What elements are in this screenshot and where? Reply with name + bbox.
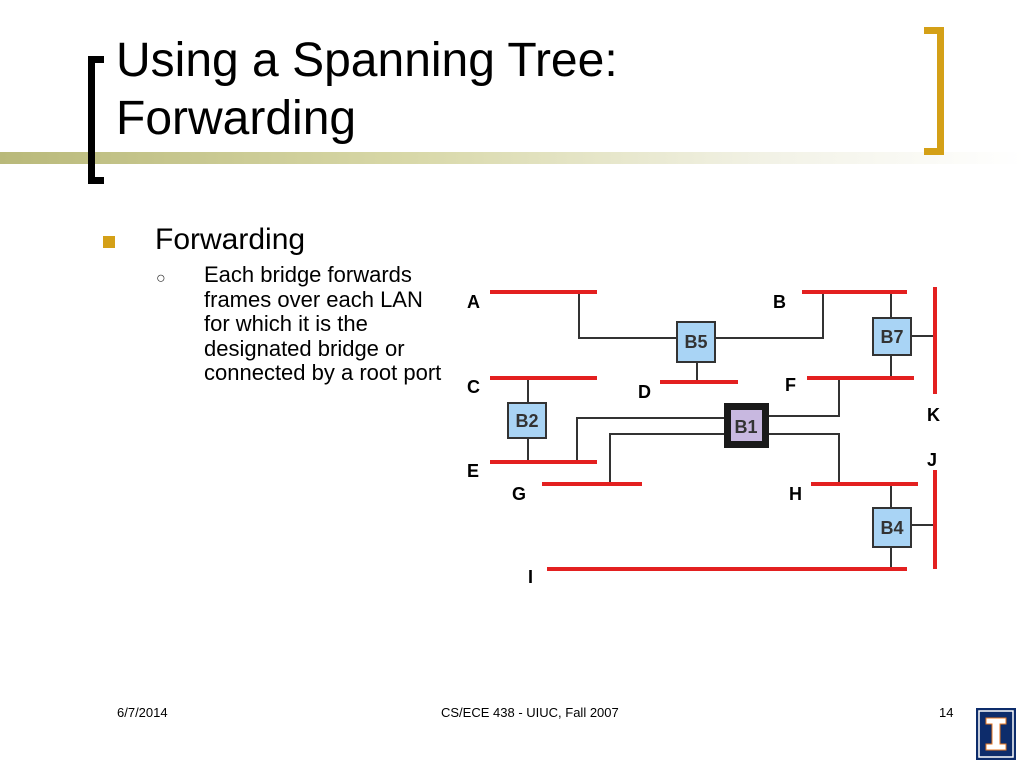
bridge-b5-label: B5: [684, 332, 707, 352]
bridge-b2: B2: [507, 402, 547, 439]
bridge-b5-box: [676, 321, 716, 363]
bridge-b7-label: B7: [880, 327, 903, 347]
wire-e-b1: [576, 417, 724, 462]
bridge-b4-label: B4: [880, 518, 903, 538]
square-bullet-icon: [103, 236, 115, 248]
bridge-b1-box: [731, 410, 762, 441]
wire-b1-g: [609, 433, 724, 484]
lan-label-e: E: [467, 461, 479, 481]
slide-title-line1: Using a Spanning Tree:: [116, 34, 618, 87]
lan-label-a: A: [467, 292, 480, 312]
lan-label-d: D: [638, 382, 651, 402]
bridge-b7-box: [872, 317, 912, 356]
bridge-wires: [527, 292, 935, 569]
bridge-b1: B1: [724, 403, 769, 448]
bridge-b4-box: [872, 507, 912, 548]
wire-a-b5: [578, 292, 677, 339]
lan-label-j: J: [927, 450, 937, 470]
lan-label-f: F: [785, 375, 796, 395]
lan-label-k: K: [927, 405, 940, 425]
lan-label-c: C: [467, 377, 480, 397]
university-logo: [976, 708, 1016, 760]
lan-segments: [490, 287, 937, 571]
lan-label-b: B: [773, 292, 786, 312]
block-i-icon: [978, 710, 1014, 758]
bullet-text: Forwarding: [155, 223, 306, 256]
footer-date: 6/7/2014: [117, 705, 168, 720]
bridge-b7: B7: [872, 317, 912, 356]
left-bracket-decoration: [88, 56, 104, 184]
sub-bullet-text: Each bridge forwards frames over each LA…: [204, 262, 442, 385]
bridge-b1-label: B1: [734, 417, 757, 437]
circle-bullet-icon: ○: [156, 270, 166, 287]
lan-label-i: I: [528, 567, 533, 587]
wire-b1-h: [769, 433, 840, 484]
lan-label-h: H: [789, 484, 802, 504]
bridge-b2-box: [507, 402, 547, 439]
title-decoration-bar: [0, 152, 1024, 164]
right-bracket-decoration: [924, 27, 944, 155]
footer-page-number: 14: [939, 705, 954, 720]
bridge-b5: B5: [676, 321, 716, 363]
footer-course: CS/ECE 438 - UIUC, Fall 2007: [441, 705, 619, 720]
wire-b5-b: [715, 292, 824, 339]
slide-title-line2: Forwarding: [116, 92, 357, 145]
bridge-b4: B4: [872, 507, 912, 548]
bridge-b2-label: B2: [515, 411, 538, 431]
slide-title: Using a Spanning Tree: Forwarding: [116, 32, 618, 148]
wire-b1-f: [769, 378, 840, 417]
lan-label-g: G: [512, 484, 526, 504]
